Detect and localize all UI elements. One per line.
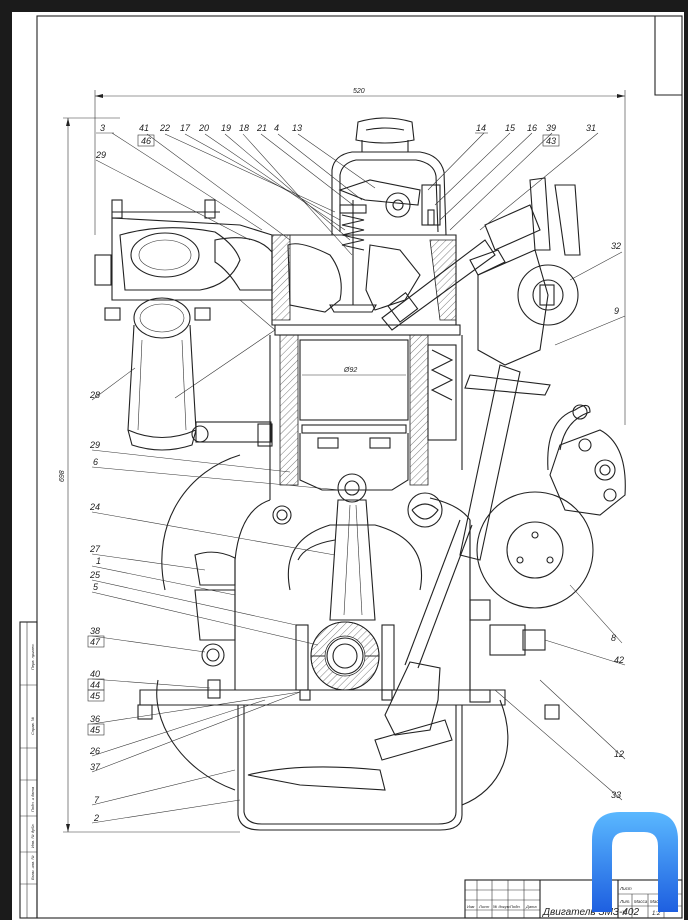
callout-41: 41 bbox=[139, 123, 149, 133]
n-shaped-arch-logo-icon bbox=[592, 812, 678, 912]
callout-28: 28 bbox=[89, 390, 100, 400]
stamp-text-3: Подп. и дата bbox=[30, 786, 35, 812]
tb-lit: Лит. bbox=[619, 899, 631, 904]
callout-6: 6 bbox=[93, 457, 98, 467]
callout-46: 46 bbox=[141, 136, 151, 146]
callout-38: 38 bbox=[90, 626, 100, 636]
callout-1: 1 bbox=[96, 556, 101, 566]
bore-dimension: Ø92 bbox=[343, 367, 357, 374]
distributor bbox=[459, 177, 581, 561]
side-stamp: Перв. примен. Справ. № Подп. и дата Инв.… bbox=[19, 621, 38, 919]
cylinder-block: Ø92 bbox=[269, 324, 463, 500]
dimension-height: 698 bbox=[59, 117, 240, 833]
callout-labels: 3 41 46 22 17 20 19 18 21 4 13 14 15 16 … bbox=[87, 123, 624, 823]
sheet-frame bbox=[36, 15, 683, 919]
oil-pump bbox=[374, 519, 473, 761]
callout-16: 16 bbox=[527, 123, 537, 133]
callout-24: 24 bbox=[89, 502, 100, 512]
tb-lit-value: У bbox=[621, 911, 627, 917]
tb-doc: № докум. bbox=[493, 904, 511, 909]
width-label: 520 bbox=[353, 88, 365, 95]
callout-22: 22 bbox=[159, 123, 170, 133]
tb-sign: Подп. bbox=[510, 904, 521, 909]
oil-pan bbox=[137, 689, 560, 831]
callout-32: 32 bbox=[611, 241, 621, 251]
rocker-cover bbox=[331, 151, 447, 236]
valve-spring bbox=[329, 200, 377, 313]
callout-29-top: 29 bbox=[95, 150, 106, 160]
tb-date: Дата bbox=[525, 904, 537, 909]
callout-12: 12 bbox=[614, 749, 624, 759]
callout-15: 15 bbox=[505, 123, 516, 133]
callout-8: 8 bbox=[611, 633, 616, 643]
callout-29-mid: 29 bbox=[89, 440, 100, 450]
callout-36: 36 bbox=[90, 714, 100, 724]
callout-4: 4 bbox=[274, 123, 279, 133]
callout-45-b: 45 bbox=[90, 725, 101, 735]
callout-43: 43 bbox=[546, 136, 556, 146]
front-cover bbox=[469, 520, 546, 703]
callout-27: 27 bbox=[89, 544, 101, 554]
callout-19: 19 bbox=[221, 123, 231, 133]
callout-20: 20 bbox=[198, 123, 209, 133]
callout-39: 39 bbox=[546, 123, 556, 133]
callout-26: 26 bbox=[89, 746, 100, 756]
callout-5: 5 bbox=[93, 582, 99, 592]
callout-40: 40 bbox=[90, 669, 100, 679]
connecting-rod bbox=[329, 499, 376, 621]
callout-31: 31 bbox=[586, 123, 596, 133]
drawing-name: Двигатель ЗМЗ-402 bbox=[542, 907, 639, 918]
tb-izm: Изм bbox=[467, 904, 475, 909]
exhaust-pipe bbox=[127, 297, 273, 451]
callout-37: 37 bbox=[90, 762, 101, 772]
callout-42: 42 bbox=[614, 655, 624, 665]
rocker-assembly bbox=[338, 179, 441, 226]
callout-14: 14 bbox=[476, 123, 486, 133]
flywheel-outline bbox=[161, 454, 241, 591]
dimension-width: 520 bbox=[94, 88, 626, 425]
intake-manifold bbox=[94, 199, 276, 399]
callout-17: 17 bbox=[180, 123, 191, 133]
stamp-text-1: Перв. примен. bbox=[30, 643, 35, 670]
callout-3: 3 bbox=[100, 123, 105, 133]
title-block: Изм Лист № докум. Подп. Дата Двигатель З… bbox=[464, 879, 683, 919]
callout-47: 47 bbox=[90, 637, 101, 647]
callout-18: 18 bbox=[239, 123, 249, 133]
drawing-sheet bbox=[12, 12, 684, 920]
spark-plug-tube bbox=[381, 239, 496, 331]
callout-13: 13 bbox=[292, 123, 302, 133]
callout-44: 44 bbox=[90, 680, 100, 690]
stamp-text-2: Справ. № bbox=[30, 716, 35, 735]
piston bbox=[299, 424, 409, 503]
callout-9: 9 bbox=[614, 306, 619, 316]
stamp-text-4: Инв. № дубл. bbox=[30, 823, 35, 848]
callout-7: 7 bbox=[94, 795, 100, 805]
tb-scale-value: 1:2 bbox=[652, 911, 661, 917]
callout-21: 21 bbox=[256, 123, 267, 133]
callout-45: 45 bbox=[90, 691, 101, 701]
block-side-bolts bbox=[194, 551, 236, 699]
leader-lines bbox=[91, 132, 626, 824]
tb-list: Лист bbox=[478, 904, 490, 909]
water-pump bbox=[476, 404, 626, 609]
tb-sheet: Лист bbox=[619, 886, 632, 891]
callout-2: 2 bbox=[93, 813, 99, 823]
stamp-text-5: Взам. инв. № bbox=[30, 855, 35, 880]
callout-25: 25 bbox=[89, 570, 101, 580]
tb-mass: Масса bbox=[634, 899, 648, 904]
height-label: 698 bbox=[59, 470, 66, 482]
